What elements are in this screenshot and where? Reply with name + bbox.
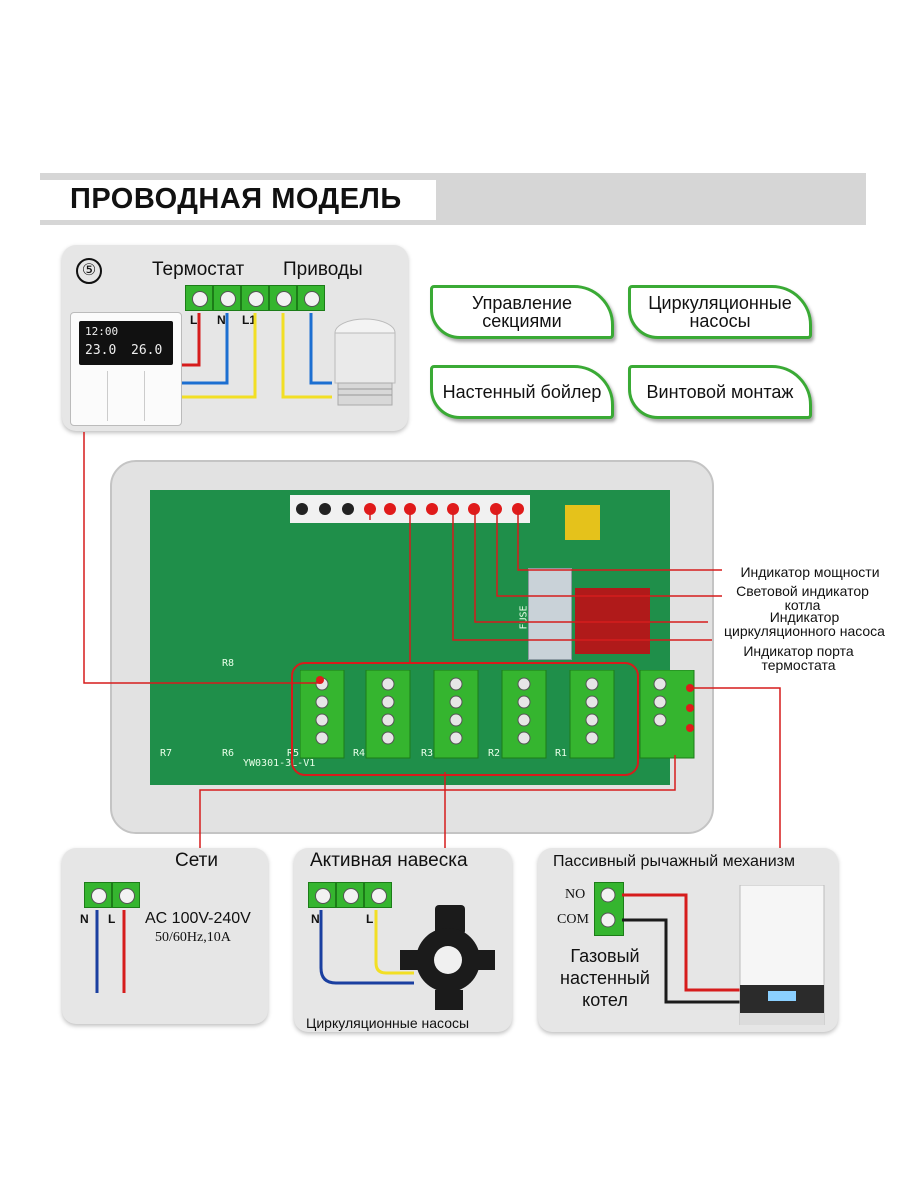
title-box — [40, 180, 436, 220]
gas-boiler-image — [739, 885, 825, 1025]
indicator-thermostat-port: Индикатор порта термостата — [743, 643, 854, 673]
transformer — [565, 505, 600, 540]
relay-label-r7: R7 — [160, 748, 173, 759]
relay-label-r3: R3 — [421, 748, 434, 759]
com-label: COM — [557, 912, 589, 927]
step-number: ⑤ — [76, 258, 102, 284]
terminal-label-l1: L1 — [242, 313, 257, 327]
relay-label-r4: R4 — [353, 748, 366, 759]
thermostat-terminal-block — [185, 285, 325, 311]
terminal — [364, 882, 392, 908]
terminal — [185, 285, 213, 311]
led-indicators — [296, 503, 524, 515]
boiler-caption: Газовый настенный котел — [560, 946, 650, 1010]
power-frequency: 50/60Hz,10A — [155, 930, 231, 945]
relay — [575, 588, 650, 654]
page-title: ПРОВОДНАЯ МОДЕЛЬ — [70, 183, 402, 215]
terminal — [213, 285, 241, 311]
terminal — [308, 882, 336, 908]
pump-terminal-block — [308, 882, 392, 908]
power-voltage: AC 100V-240V — [145, 910, 251, 927]
display-time: 12:00 — [85, 325, 119, 338]
pump-label-n: N — [311, 912, 320, 926]
power-terminal-block — [84, 882, 140, 908]
pump-caption: Циркуляционные насосы — [306, 1015, 470, 1031]
thermostat-label: Термостат — [152, 259, 245, 280]
relay-label-r8: R8 — [222, 658, 235, 669]
pump-title: Активная навеска — [310, 850, 468, 871]
relay-label-r6: R6 — [222, 748, 235, 759]
indicator-power: Индикатор мощности — [740, 564, 880, 580]
display-temp-current: 23.0 — [85, 343, 117, 358]
power-label-n: N — [80, 912, 89, 926]
button-divider — [144, 371, 145, 421]
button-divider — [107, 371, 108, 421]
pump-label-l: L — [366, 912, 374, 926]
pump-wires — [319, 910, 414, 985]
thermostat-device: 12:00 23.0 26.0 — [70, 312, 182, 426]
pump-card — [294, 848, 512, 1032]
display-temp-set: 26.0 — [131, 343, 163, 358]
indicator-pump: Индикатор циркуляционного насоса — [724, 609, 885, 639]
relay-label-r5: R5 — [287, 748, 300, 759]
terminal — [269, 285, 297, 311]
terminal — [336, 882, 364, 908]
zone-terminal-highlight — [291, 662, 639, 776]
boiler-wires — [622, 893, 743, 1004]
relay-label-r2: R2 — [488, 748, 501, 759]
terminal-label-n: N — [217, 313, 226, 327]
tag-zone-control: Управление секциями — [430, 285, 614, 339]
power-title: Сети — [175, 850, 218, 871]
indicator-boiler: Световой индикатор котла — [736, 583, 869, 613]
terminal — [241, 285, 269, 311]
no-label: NO — [565, 887, 586, 902]
fuse-holder — [528, 568, 572, 660]
actuator-device — [334, 318, 396, 406]
power-wires — [95, 910, 126, 993]
tag-circulation-pumps: Циркуляционные насосы — [628, 285, 812, 339]
circulation-pump-image — [400, 905, 495, 1010]
board-model: YW0301-3L-V1 — [243, 758, 316, 769]
thermostat-display: 12:00 23.0 26.0 — [79, 321, 173, 365]
terminal — [297, 285, 325, 311]
relay-label-r1: R1 — [555, 748, 568, 759]
terminal — [112, 882, 140, 908]
thermostat-wires — [182, 313, 332, 399]
tag-wall-boiler: Настенный бойлер — [430, 365, 614, 419]
power-label-l: L — [108, 912, 116, 926]
board-terminal-blocks — [300, 670, 695, 759]
tag-screw-mount: Винтовой монтаж — [628, 365, 812, 419]
boiler-title: Пассивный рычажный механизм — [553, 853, 795, 870]
boiler-terminal-screws — [600, 887, 616, 928]
actuators-label: Приводы — [283, 259, 363, 280]
terminal-label-l: L — [190, 313, 198, 327]
terminal — [84, 882, 112, 908]
